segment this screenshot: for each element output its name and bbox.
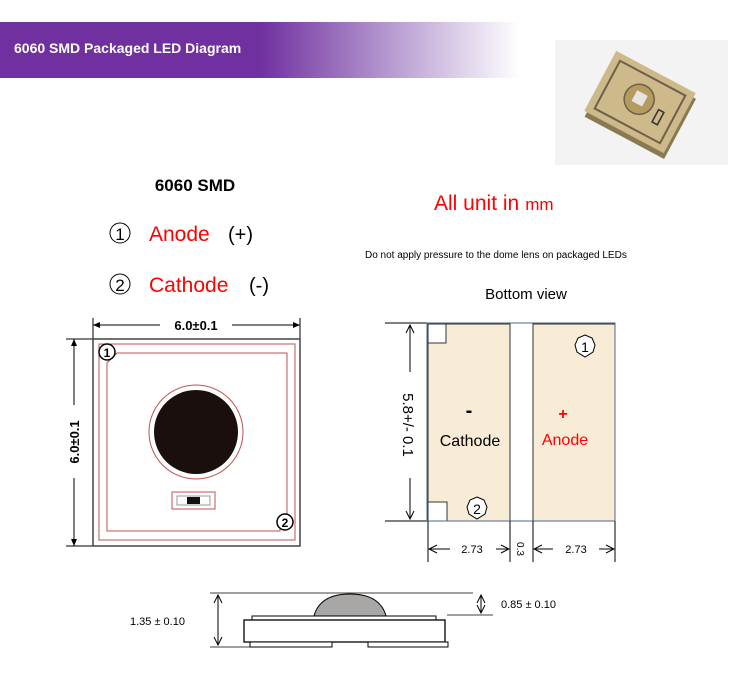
anode-label: Anode <box>542 432 588 449</box>
led-product-photo <box>555 40 728 165</box>
top-width-dim: 6.0±0.1 <box>174 318 217 333</box>
dome-height-dim: 0.85 ± 0.10 <box>501 599 556 611</box>
pin1-legend: 1 Anode (+) <box>109 222 253 246</box>
top-pin1-label: 1 <box>104 346 111 360</box>
side-view-drawing: 1.35 ± 0.10 0.85 ± 0.10 <box>130 592 556 648</box>
page-title: 6060 SMD Packaged LED Diagram <box>14 40 242 56</box>
total-height-dim: 1.35 ± 0.10 <box>130 616 185 628</box>
pin2-marker-icon <box>276 513 294 531</box>
pin2-name: Cathode <box>149 274 228 297</box>
pin1-circle-icon <box>109 222 131 244</box>
pressure-warning: Do not apply pressure to the dome lens o… <box>365 250 627 261</box>
pin2-heptagon-icon <box>466 496 488 520</box>
package-name: 6060 SMD <box>155 176 235 195</box>
bottom-pin1-label: 1 <box>581 339 589 355</box>
cathode-label: Cathode <box>440 433 501 450</box>
left-pad-width-dim: 2.73 <box>461 544 482 556</box>
pin2-polarity: (-) <box>249 275 269 297</box>
top-view-drawing: 6.0±0.1 6.0±0.1 1 2 <box>66 318 301 547</box>
pin1-number: 1 <box>115 225 124 244</box>
pin2-number: 2 <box>115 276 124 295</box>
pin1-marker-icon <box>98 343 116 361</box>
top-height-dim: 6.0±0.1 <box>67 420 82 463</box>
top-pin2-label: 2 <box>282 516 289 530</box>
pad-gap-dim: 0.3 <box>514 542 525 556</box>
pin1-name: Anode <box>149 223 210 246</box>
pin1-polarity: (+) <box>228 224 253 246</box>
bottom-height-dim: 5.8+/- 0.1 <box>399 393 416 457</box>
bottom-view-drawing: 5.8+/- 0.1 - Cathode + Anode 1 2 2.73 0.… <box>385 322 616 562</box>
bottom-pin2-label: 2 <box>473 501 481 517</box>
pin1-heptagon-icon <box>574 334 596 358</box>
header-banner: 6060 SMD Packaged LED Diagram <box>0 22 520 78</box>
anode-sign: + <box>558 406 567 423</box>
right-pad-width-dim: 2.73 <box>565 544 586 556</box>
cathode-sign: - <box>466 400 473 422</box>
bottom-view-title: Bottom view <box>485 286 567 303</box>
pin2-legend: 2 Cathode (-) <box>109 273 269 297</box>
pin2-circle-icon <box>109 273 131 295</box>
